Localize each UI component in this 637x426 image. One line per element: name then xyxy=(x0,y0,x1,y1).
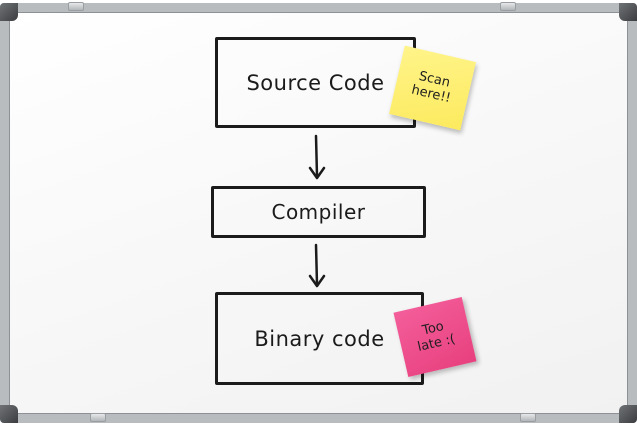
node-compiler: Compiler xyxy=(211,186,426,238)
whiteboard-surface xyxy=(10,13,627,413)
frame-corner-top-right xyxy=(619,3,637,21)
node-label: Source Code xyxy=(246,70,385,95)
frame-clip xyxy=(520,413,536,422)
node-label: Compiler xyxy=(271,200,366,224)
node-source-code: Source Code xyxy=(215,37,416,128)
frame-corner-bottom-right xyxy=(619,405,637,423)
frame-clip xyxy=(68,2,84,11)
sticky-note-text: Scan here!! xyxy=(410,68,453,107)
frame-clip xyxy=(90,413,106,422)
node-binary-code: Binary code xyxy=(215,292,424,385)
node-label: Binary code xyxy=(254,326,385,351)
frame-corner-top-left xyxy=(0,3,18,21)
frame-clip xyxy=(500,2,516,11)
frame-corner-bottom-left xyxy=(0,405,18,423)
frame-inner-edge xyxy=(9,12,628,414)
sticky-note-text: Too late :( xyxy=(416,319,457,355)
